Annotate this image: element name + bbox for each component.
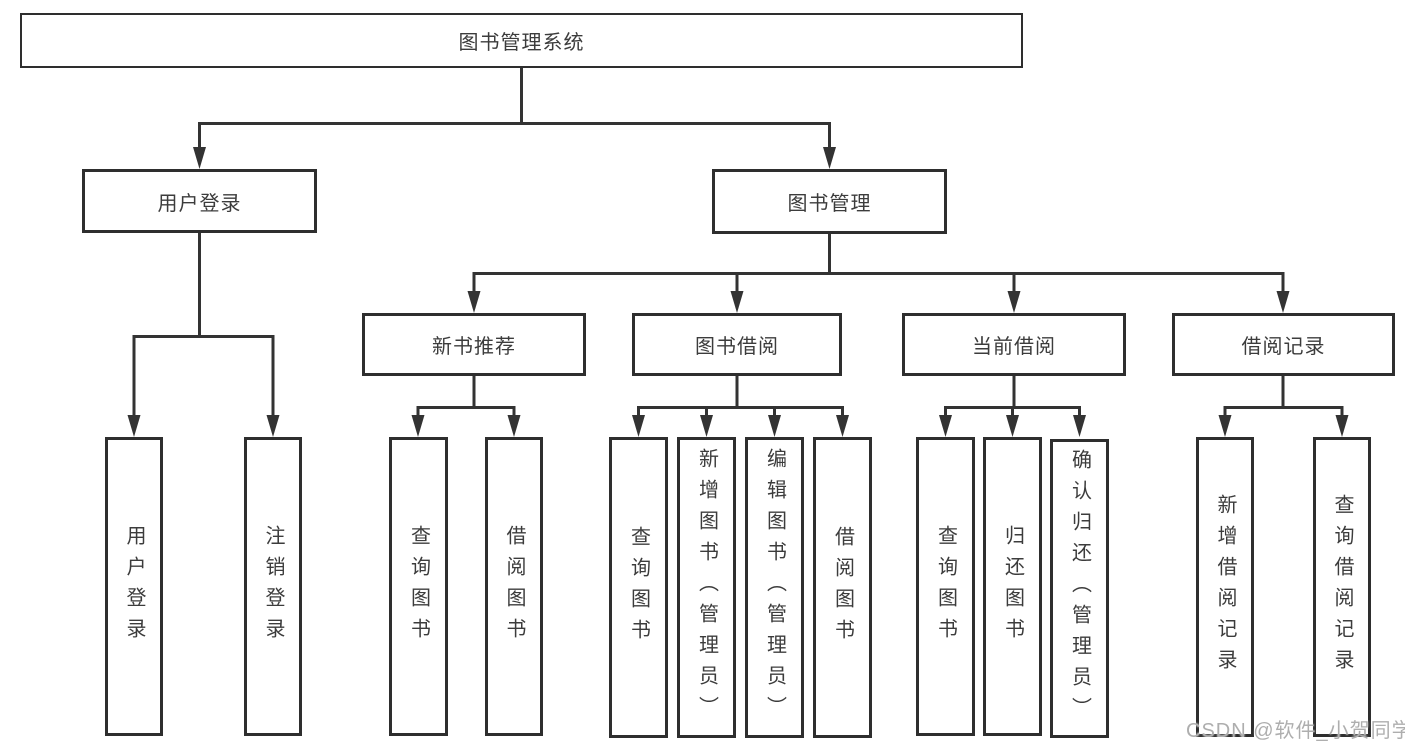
leaf-user-login: 用户登录 — [105, 437, 163, 736]
leaf-add-borrow-record: 新增借阅记录 — [1196, 437, 1254, 737]
leaf-query-books-3: 查询图书 — [916, 437, 975, 736]
leaf-confirm-return-admin: 确认归还（管理员） — [1050, 439, 1109, 738]
node-book-borrowing: 图书借阅 — [632, 313, 842, 376]
watermark: CSDN @软件_小贺同学 — [1186, 720, 1405, 742]
leaf-borrow-books-1: 借阅图书 — [485, 437, 543, 736]
node-new-book-recommend: 新书推荐 — [362, 313, 586, 376]
leaf-add-book-admin: 新增图书（管理员） — [677, 437, 736, 738]
leaf-logout: 注销登录 — [244, 437, 302, 736]
leaf-query-borrow-record: 查询借阅记录 — [1313, 437, 1371, 737]
node-current-borrowing: 当前借阅 — [902, 313, 1126, 376]
leaf-edit-book-admin: 编辑图书（管理员） — [745, 437, 804, 738]
node-library-management-system: 图书管理系统 — [20, 13, 1023, 68]
node-borrowing-records: 借阅记录 — [1172, 313, 1395, 376]
leaf-query-books-2: 查询图书 — [609, 437, 668, 738]
arrowheads — [127, 147, 1349, 437]
node-book-management: 图书管理 — [712, 169, 947, 234]
leaf-query-books-1: 查询图书 — [389, 437, 448, 736]
leaf-return-books: 归还图书 — [983, 437, 1042, 736]
connector-paths — [132, 68, 1344, 416]
node-user-login: 用户登录 — [82, 169, 317, 233]
leaf-borrow-books-2: 借阅图书 — [813, 437, 872, 738]
